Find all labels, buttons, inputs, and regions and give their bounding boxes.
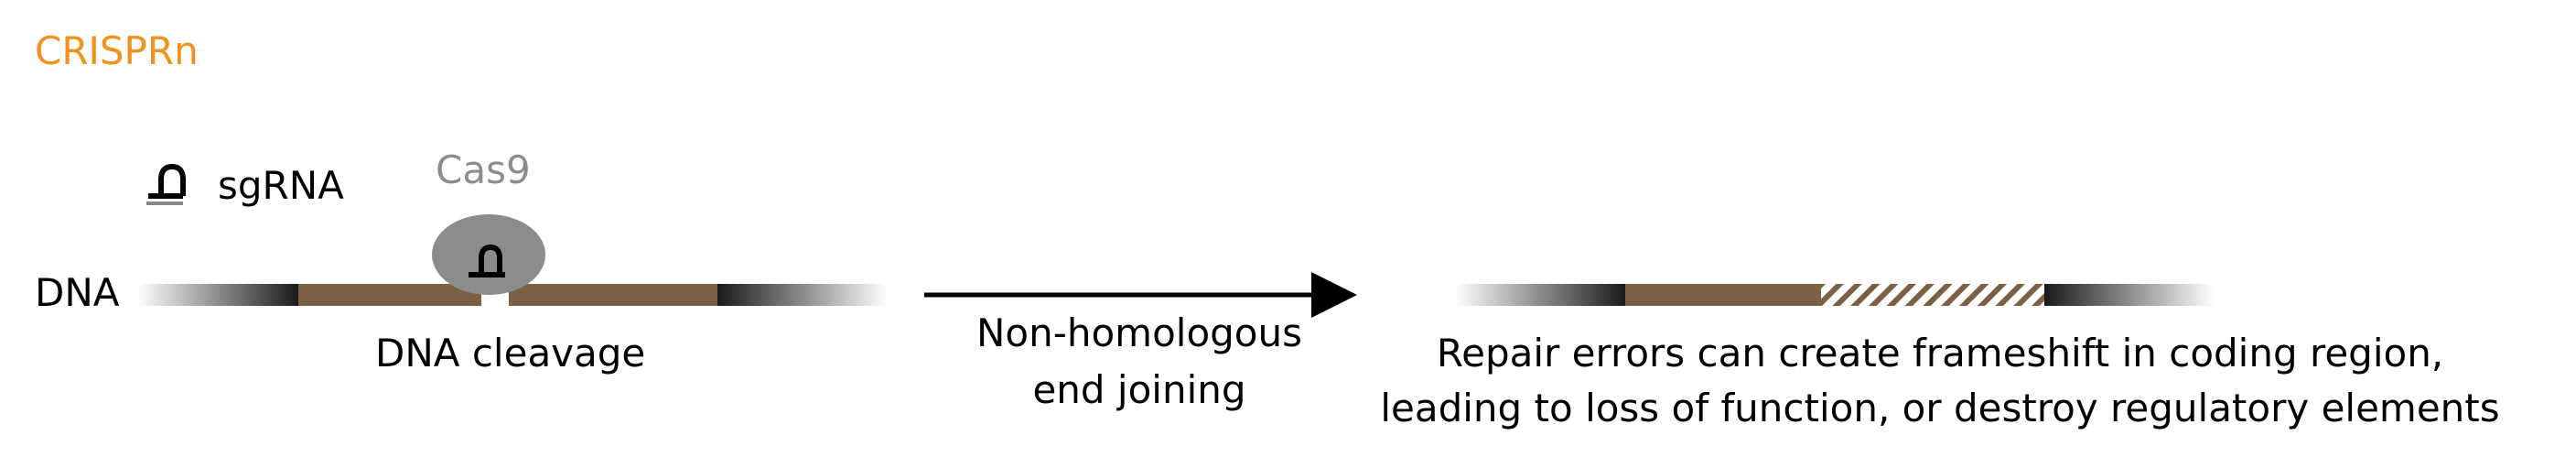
dna-flank-left (137, 284, 298, 306)
cas9-complex (432, 214, 545, 295)
diagram-title: CRISPRn (35, 28, 199, 73)
coding-region-left (298, 284, 481, 306)
outcome-line1: Repair errors can create frameshift in c… (1437, 331, 2443, 375)
dna-flank-right (717, 284, 888, 306)
sgrna-icon (146, 163, 186, 205)
cleavage-caption: DNA cleavage (375, 331, 645, 375)
repaired-coding-region (1625, 284, 1821, 306)
outcome-line2: leading to loss of function, or destroy … (1380, 386, 2499, 430)
cas9-label: Cas9 (436, 147, 531, 192)
dna-label: DNA (35, 270, 120, 315)
process-label-line2: end joining (1032, 367, 1245, 412)
coding-region-right (509, 284, 717, 306)
sgrna-label: sgRNA (218, 163, 344, 208)
repaired-flank-right (2044, 284, 2215, 306)
process-label-line1: Non-homologous (976, 310, 1302, 355)
dna-strand-cleaved (137, 284, 888, 306)
disrupted-region (1821, 284, 2044, 306)
dna-strand-repaired (1455, 284, 2215, 306)
repaired-flank-left (1455, 284, 1625, 306)
bound-sgrna-icon (469, 244, 505, 278)
cas9-protein-shape (432, 214, 545, 295)
